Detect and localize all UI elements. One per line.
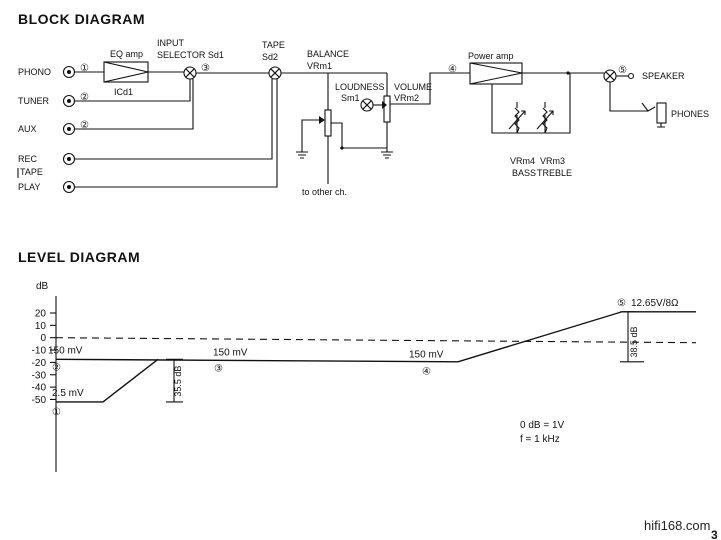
node-number-5: ⑤ (618, 65, 627, 76)
node-number-3: ③ (201, 63, 210, 74)
bass-pot (508, 102, 526, 134)
input-label-phono: PHONO (18, 67, 51, 77)
phono-level-line (56, 358, 159, 403)
phones-label: PHONES (671, 109, 709, 119)
play-jack (62, 180, 76, 194)
phones-jack (609, 82, 667, 128)
signal-level-line (55, 311, 696, 363)
balance-label-1: BALANCE (307, 49, 349, 59)
y-tick-label: 10 (35, 321, 47, 332)
aux-jack (62, 122, 76, 136)
volume-pot (381, 72, 440, 159)
level-diagram-title: LEVEL DIAGRAM (18, 249, 140, 265)
input-label-tuner: TUNER (18, 96, 49, 106)
signal-wires (75, 71, 388, 188)
watermark: hifi168.com (644, 518, 710, 533)
note-0db: 0 dB = 1V (520, 420, 565, 431)
eq-gain-bar (166, 358, 183, 403)
level-label-4: 150 mV (409, 349, 444, 360)
eq-amp-ref: ICd1 (114, 87, 133, 97)
y-tick-label: -40 (32, 383, 47, 394)
rec-jack (62, 152, 76, 166)
node-number-1: ① (80, 63, 89, 74)
volume-label-2: VRm2 (394, 93, 419, 103)
level-label-5: 12.65V/8Ω (631, 298, 679, 309)
block-diagram-title: BLOCK DIAGRAM (18, 11, 145, 27)
level-label-3: 150 mV (213, 347, 248, 358)
treble-label-2: TREBLE (537, 168, 572, 178)
treble-label-1: VRm3 (540, 156, 565, 166)
y-axis-unit: dB (36, 281, 49, 292)
bass-label-2: BASS (512, 168, 536, 178)
speaker-label: SPEAKER (642, 71, 685, 81)
node-marker-5: ⑤ (617, 298, 626, 309)
node-marker-3: ③ (214, 363, 223, 374)
node-marker-2: ② (52, 362, 61, 373)
eq-amp-title: EQ amp (110, 49, 143, 59)
y-tick-label: -30 (32, 370, 47, 381)
tape-switch-label-1: TAPE (262, 40, 285, 50)
input-selector-label-2: SELECTOR Sd1 (157, 50, 224, 60)
level-label-1: 2.5 mV (52, 388, 84, 399)
eq-gain-label: 35.5 dB (173, 366, 183, 397)
page-number: 3 (711, 528, 718, 540)
phono-jack (62, 65, 76, 79)
other-channel-label: to other ch. (302, 187, 347, 197)
zero-db-reference-line (55, 337, 697, 344)
y-tick-label: -20 (32, 358, 47, 369)
loudness-label-2: Sm1 (341, 93, 360, 103)
balance-pot (296, 73, 387, 159)
node-marker-4: ④ (422, 366, 431, 377)
bass-label-1: VRm4 (510, 156, 535, 166)
level-label-2: 150 mV (48, 345, 83, 356)
node-number-4: ④ (448, 64, 457, 75)
tone-control-network (491, 73, 571, 134)
node-marker-1: ① (52, 407, 61, 418)
tape-switch-label-2: Sd2 (262, 52, 278, 62)
treble-pot (536, 102, 554, 134)
note-frequency: f = 1 kHz (520, 434, 560, 445)
balance-label-2: VRm1 (307, 61, 332, 71)
loudness-label-1: LOUDNESS (335, 82, 385, 92)
input-label-tape: TAPE (20, 167, 43, 177)
y-tick-label: -50 (32, 395, 47, 406)
input-label-rec: REC (18, 154, 38, 164)
input-selector-label-1: INPUT (157, 38, 185, 48)
y-tick-label: 0 (40, 333, 46, 344)
input-label-play: PLAY (18, 182, 40, 192)
y-tick-label: -10 (32, 346, 47, 357)
loudness-switch (360, 98, 387, 112)
volume-label-1: VOLUME (394, 82, 432, 92)
tape-switch (268, 66, 282, 80)
power-amp-block (440, 62, 604, 85)
node-number-2-aux: ② (80, 120, 89, 131)
power-gain-bar (620, 311, 644, 363)
y-tick-label: 20 (35, 309, 47, 320)
power-gain-label: 38.5 dB (629, 327, 639, 358)
input-label-aux: AUX (18, 124, 37, 134)
eq-amp-block (103, 61, 149, 83)
input-selector-switch (183, 66, 197, 80)
power-amp-title: Power amp (468, 51, 514, 61)
node-number-2-tuner: ② (80, 92, 89, 103)
tuner-jack (62, 94, 76, 108)
